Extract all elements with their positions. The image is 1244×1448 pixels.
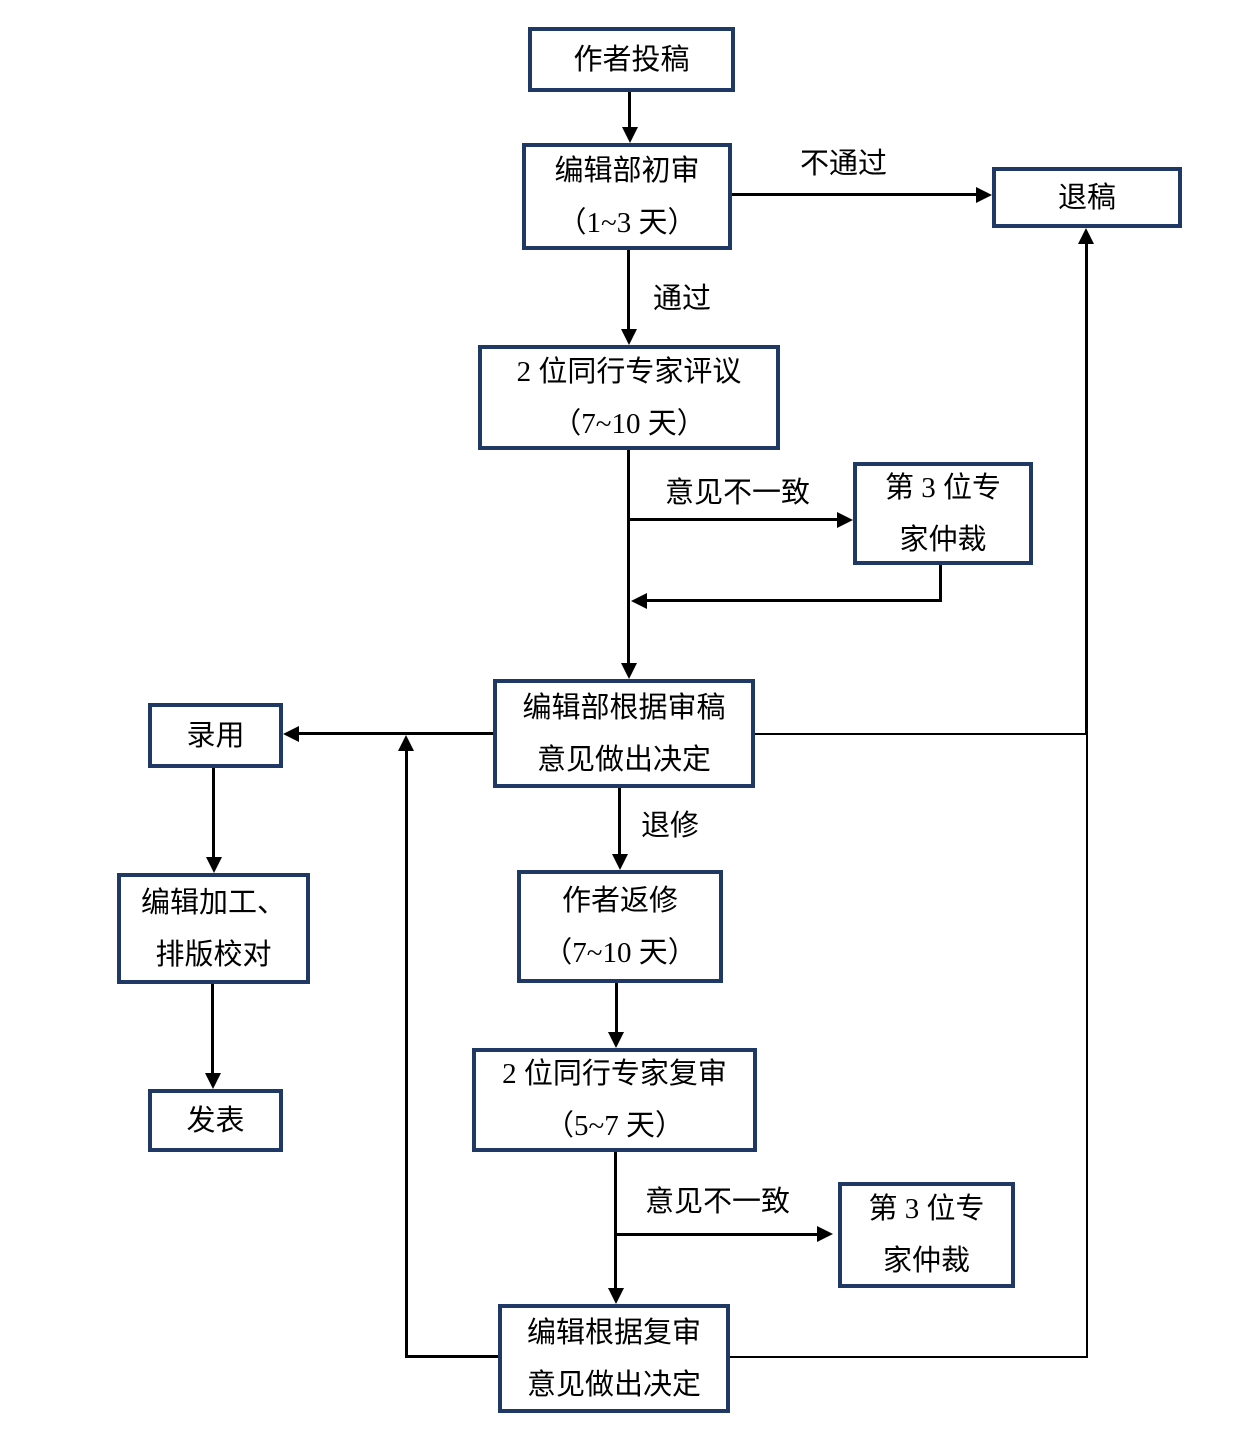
arrowhead-right-icon — [976, 187, 992, 203]
node-author-revise-line2: （7~10 天） — [543, 936, 697, 969]
edge-label-disagree2: 意见不一致 — [645, 1186, 791, 1218]
line-rereview-to-decision2 — [614, 1152, 617, 1290]
arrowhead-up-icon — [1078, 228, 1094, 244]
node-re-review-line1: 2 位同行专家复审 — [502, 1058, 727, 1090]
node-reject-label: 退稿 — [1057, 181, 1116, 214]
arrowhead-down-icon — [608, 1288, 624, 1304]
line-arbiter1-return-left — [645, 599, 942, 602]
line-revise-to-rereview — [615, 983, 618, 1034]
edge-label-revise: 退修 — [641, 810, 700, 842]
node-author-revise: 作者返修 （7~10 天） — [517, 870, 723, 983]
line-arbiter1-return-down — [939, 565, 942, 602]
line-initial-to-reject — [732, 193, 978, 196]
line-peer-to-arbiter1 — [627, 518, 839, 521]
node-publish: 发表 — [148, 1089, 283, 1152]
line-decision2-up-right — [1086, 734, 1088, 1358]
line-rereview-to-arbiter2 — [614, 1233, 819, 1236]
node-editing: 编辑加工、 排版校对 — [117, 873, 310, 984]
arrowhead-down-icon — [621, 329, 637, 345]
node-arbiter1-line2: 家仲裁 — [899, 523, 987, 556]
node-accept-label: 录用 — [186, 719, 245, 752]
edge-label-disagree1: 意见不一致 — [665, 477, 811, 509]
line-decision1-right-exit — [755, 733, 1087, 735]
node-decision1: 编辑部根据审稿 意见做出决定 — [493, 679, 755, 788]
line-decision1-to-accept — [297, 732, 493, 735]
node-arbiter2-line1: 第 3 位专 — [868, 1193, 985, 1225]
node-re-review-line2: （5~7 天） — [545, 1110, 684, 1142]
node-arbiter1-line1: 第 3 位专 — [884, 471, 1001, 504]
line-initial-to-peer — [627, 250, 630, 331]
arrowhead-down-icon — [206, 857, 222, 873]
node-reject: 退稿 — [992, 167, 1182, 228]
arrowhead-down-icon — [608, 1032, 624, 1048]
node-decision2-line1: 编辑根据复审 — [526, 1316, 701, 1349]
line-accept-to-editing — [212, 768, 215, 859]
line-submit-to-initial — [628, 92, 631, 129]
arrowhead-right-icon — [837, 512, 853, 528]
node-decision1-line1: 编辑部根据审稿 — [522, 691, 726, 724]
line-decision1-to-revise — [618, 788, 621, 856]
node-decision2-line2: 意见做出决定 — [526, 1368, 701, 1401]
arrowhead-left-icon — [283, 726, 299, 742]
line-decision2-right-exit — [730, 1356, 1088, 1358]
line-decision2-up-to-accept — [405, 749, 408, 1357]
arrowhead-down-icon — [622, 127, 638, 143]
node-accept: 录用 — [148, 703, 283, 768]
edge-label-fail: 不通过 — [800, 148, 888, 180]
node-publish-label: 发表 — [186, 1104, 245, 1137]
node-re-review: 2 位同行专家复审 （5~7 天） — [472, 1048, 757, 1152]
node-author-submit-label: 作者投稿 — [573, 43, 690, 76]
arrowhead-left-icon — [631, 593, 647, 609]
node-peer-review: 2 位同行专家评议 （7~10 天） — [478, 345, 780, 450]
node-peer-review-line1: 2 位同行专家评议 — [516, 355, 742, 388]
line-editing-to-publish — [211, 984, 214, 1075]
node-decision2: 编辑根据复审 意见做出决定 — [498, 1304, 730, 1413]
node-arbiter2: 第 3 位专 家仲裁 — [838, 1182, 1015, 1288]
node-decision1-line2: 意见做出决定 — [536, 743, 711, 776]
arrowhead-right-icon — [817, 1226, 833, 1242]
arrowhead-down-icon — [205, 1073, 221, 1089]
node-author-submit: 作者投稿 — [528, 27, 735, 92]
node-initial-review-line2: （1~3 天） — [557, 206, 697, 239]
line-peer-to-decision1 — [627, 450, 630, 665]
arrowhead-down-icon — [621, 663, 637, 679]
node-initial-review: 编辑部初审 （1~3 天） — [522, 143, 732, 250]
arrowhead-up-icon — [398, 735, 414, 751]
node-arbiter2-line2: 家仲裁 — [882, 1245, 970, 1277]
node-author-revise-line1: 作者返修 — [561, 884, 678, 917]
node-editing-line1: 编辑加工、 — [140, 886, 286, 919]
line-decision2-left-exit — [405, 1355, 498, 1358]
node-peer-review-line2: （7~10 天） — [552, 407, 706, 440]
line-up-to-reject — [1085, 242, 1088, 734]
node-initial-review-line1: 编辑部初审 — [554, 154, 700, 187]
node-editing-line2: 排版校对 — [155, 938, 272, 971]
arrowhead-down-icon — [612, 854, 628, 870]
node-arbiter1: 第 3 位专 家仲裁 — [853, 462, 1033, 565]
edge-label-pass: 通过 — [653, 283, 712, 315]
